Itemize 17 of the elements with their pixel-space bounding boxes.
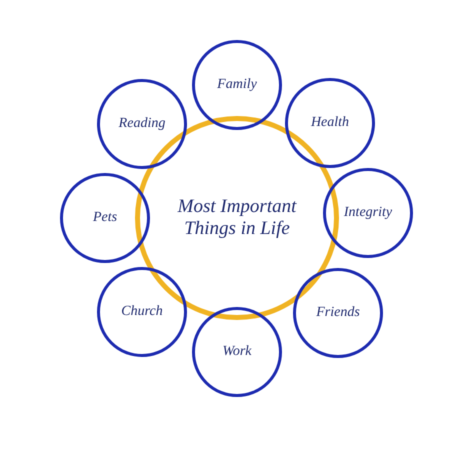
node-label: Work xyxy=(222,344,252,360)
node-label: Family xyxy=(217,77,257,93)
circle-node xyxy=(192,40,282,130)
node-label: Reading xyxy=(118,116,166,132)
circle-node xyxy=(323,168,413,258)
circle-node xyxy=(60,173,150,263)
node-label: Health xyxy=(310,115,350,131)
node-label: Church xyxy=(121,304,163,320)
node-label: Integrity xyxy=(344,205,392,221)
circle-node xyxy=(293,268,383,358)
node-label: Most Important Things in Life xyxy=(176,196,298,240)
circle-node xyxy=(97,79,187,169)
node-label: Pets xyxy=(92,210,118,226)
circle-node xyxy=(192,307,282,397)
circle-node xyxy=(285,78,375,168)
node-label: Friends xyxy=(316,305,360,321)
circle-node xyxy=(97,267,187,357)
